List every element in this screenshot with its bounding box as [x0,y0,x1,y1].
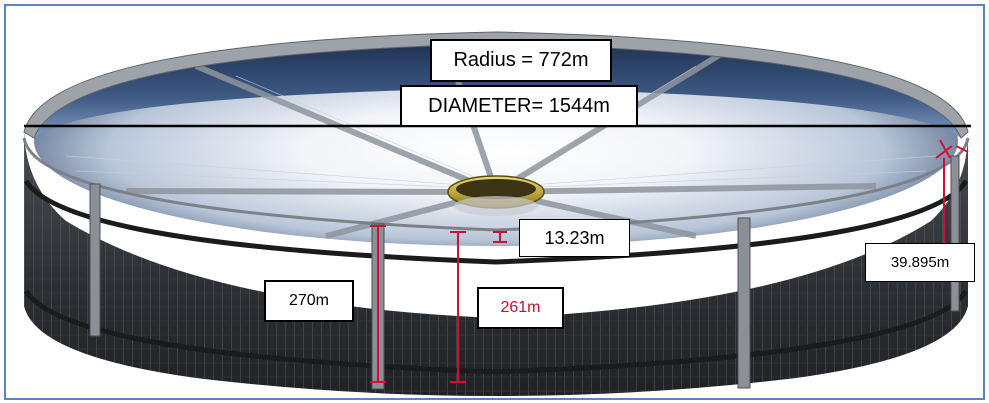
inner-height-label: 261m [477,287,564,329]
spoke-cables [65,65,937,189]
radius-label: Radius = 772m [430,39,612,82]
measure-outer-height [370,225,386,383]
rim-height-label: 39.895m [865,243,975,282]
outer-height-label: 270m [264,280,354,322]
diagram-frame: Radius = 772m DIAMETER= 1544m 13.23m 270… [4,4,985,400]
ring-width-label: 13.23m [519,219,630,257]
measure-inner-height [450,231,466,383]
support-pillars [89,155,960,390]
diameter-label: DIAMETER= 1544m [400,85,638,127]
torus-habitat-illustration [22,31,971,396]
ring-top-rim [23,31,969,139]
measure-ring-width [493,231,507,243]
